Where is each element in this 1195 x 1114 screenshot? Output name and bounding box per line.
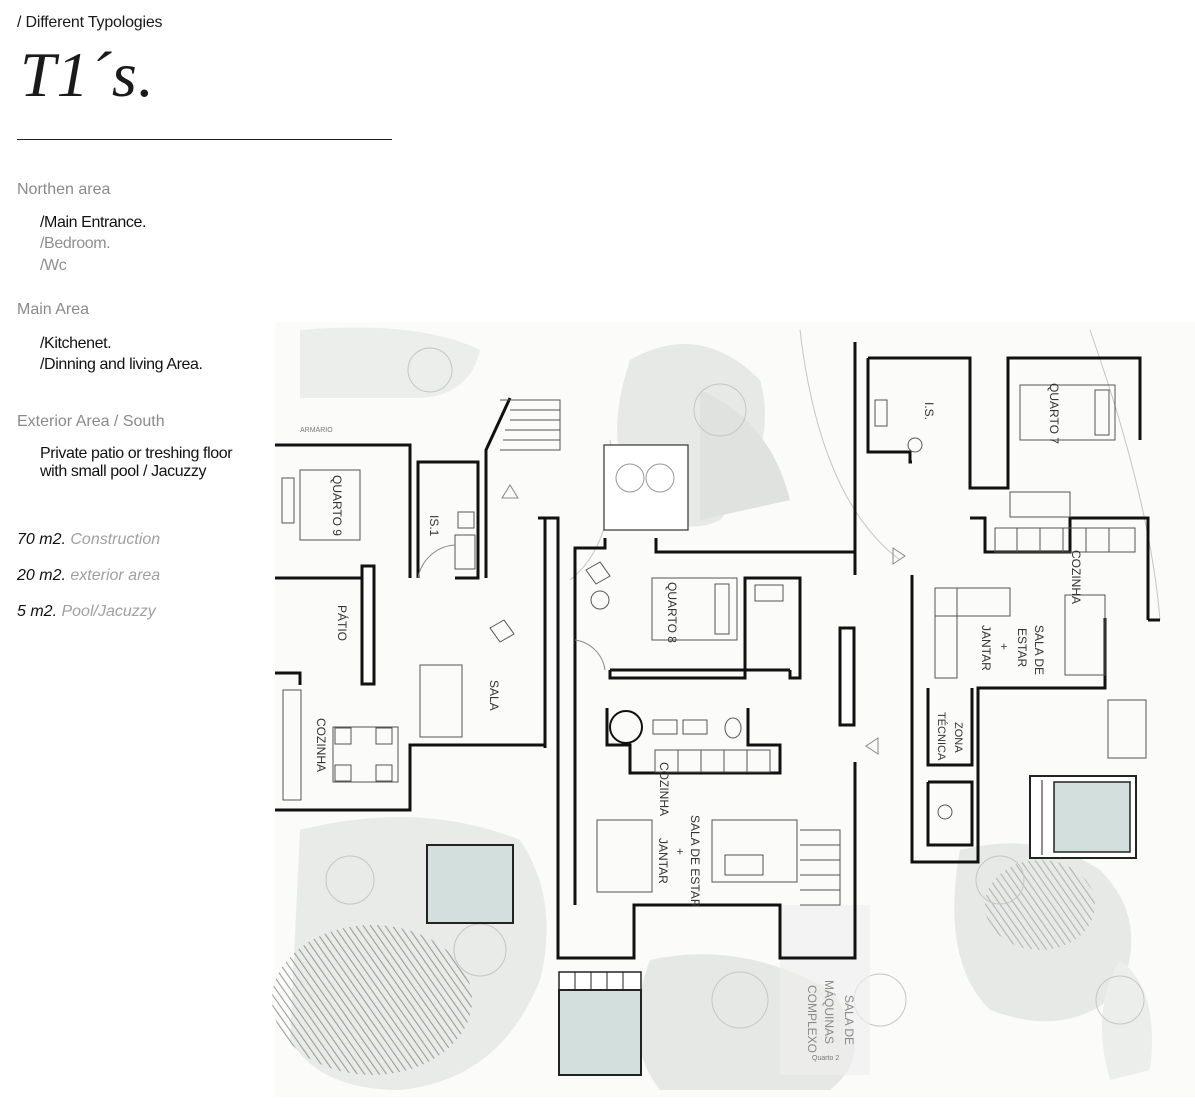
garden-background	[272, 322, 1195, 1097]
page-title: T1´s.	[20, 39, 155, 110]
stat-value: 70 m2.	[17, 531, 66, 548]
list-item: /Kitchenet.	[40, 335, 112, 352]
label-is1: IS.1	[427, 515, 441, 537]
label-sala-estar-mid-plus: +	[673, 848, 687, 855]
pool-left	[426, 844, 514, 924]
section-heading-northern: Northen area	[17, 181, 111, 198]
breadcrumb: / Different Typologies	[17, 14, 163, 31]
label-sala-estar-mid: SALA DE ESTAR	[688, 815, 702, 908]
label-cozinha-mid: COZINHA	[657, 762, 671, 816]
label-armario: ARMÁRIO	[300, 425, 333, 434]
furniture	[281, 384, 1147, 906]
stat-value: 5 m2.	[17, 603, 58, 620]
title-divider	[17, 139, 392, 140]
list-item: /Bedroom.	[40, 235, 111, 252]
label-quarto2: Quarto 2	[812, 1055, 839, 1062]
list-item: /Wc	[40, 257, 67, 274]
stat-pool: 5 m2. Pool/Jacuzzy	[17, 603, 156, 621]
label-quarto7: QUARTO 7	[1047, 383, 1061, 444]
stat-label: Construction	[70, 531, 161, 548]
label-quarto8: QUARTO 8	[665, 582, 679, 643]
label-is-right: I.S.	[922, 402, 936, 420]
label-tecnica: TÉCNICA	[935, 712, 948, 761]
label-maquinas-3: COMPLEXO	[805, 985, 819, 1053]
section-heading-exterior: Exterior Area / South	[17, 413, 165, 430]
label-sala-estar-right-4: JANTAR	[979, 625, 993, 671]
stat-exterior: 20 m2. exterior area	[17, 567, 160, 585]
stat-construction: 70 m2. Construction	[17, 531, 160, 549]
label-cozinha-right: COZINHA	[1069, 550, 1083, 604]
section-heading-main: Main Area	[17, 301, 90, 318]
label-sala: SALA	[487, 680, 501, 711]
label-sala-estar-right-3: +	[997, 643, 1011, 650]
pool-middle	[558, 971, 642, 1076]
label-maquinas-2: MÁQUINAS	[822, 980, 837, 1044]
label-cozinha-left: COZINHA	[314, 718, 328, 772]
door-markers	[417, 484, 906, 755]
list-item: /Dinning and living Area.	[40, 356, 203, 373]
label-sala-estar-mid-jantar: JANTAR	[656, 838, 670, 884]
stat-label: exterior area	[70, 567, 161, 584]
label-patio: PÁTIO	[335, 605, 350, 641]
stat-value: 20 m2.	[17, 567, 66, 584]
room-labels: ARMÁRIO QUARTO 9 IS.1 PÁTIO SALA COZINHA…	[300, 383, 1083, 1062]
label-quarto9: QUARTO 9	[330, 475, 344, 536]
courtyard-table	[603, 444, 689, 531]
label-maquinas-1: SALA DE	[842, 995, 856, 1045]
pool-right	[1029, 775, 1137, 859]
label-sala-estar-right-2: ESTAR	[1015, 628, 1029, 667]
list-item: with small pool / Jacuzzy	[40, 463, 207, 480]
list-item: /Main Entrance.	[40, 214, 147, 231]
list-item: Private patio or treshing floor	[40, 445, 233, 462]
stat-label: Pool/Jacuzzy	[61, 603, 156, 620]
label-zona: ZONA	[952, 722, 964, 753]
label-sala-estar-right-1: SALA DE	[1032, 625, 1046, 675]
